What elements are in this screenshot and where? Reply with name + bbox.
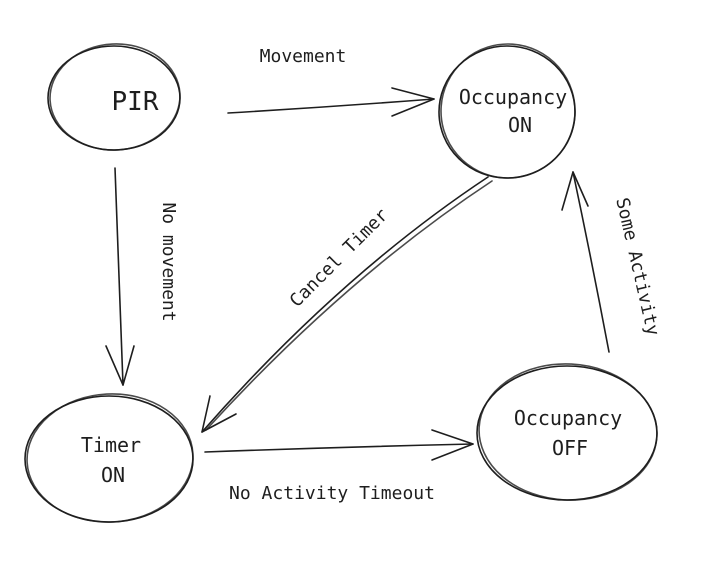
node-pir-label: PIR: [112, 87, 159, 117]
node-timer-on-label-line2: ON: [101, 463, 125, 487]
edge-no-activity-timeout: No Activity Timeout: [204, 429, 474, 504]
node-pir: PIR: [47, 43, 181, 151]
node-occupancy-off: Occupancy OFF: [476, 363, 658, 501]
edge-cancel-timer: Cancel Timer: [201, 176, 493, 433]
edge-movement: Movement: [227, 46, 435, 117]
node-timer-on: Timer ON: [24, 393, 194, 523]
node-occupancy-on: Occupancy ON: [438, 43, 576, 179]
edge-no-movement-label: No movement: [158, 202, 179, 321]
edge-cancel-timer-label: Cancel Timer: [286, 205, 393, 312]
edge-some-activity-label: Some Activity: [611, 196, 663, 338]
edge-movement-label: Movement: [260, 46, 347, 67]
node-occupancy-off-label-line2: OFF: [552, 436, 588, 460]
node-occupancy-on-label-line2: ON: [508, 113, 532, 137]
node-occupancy-on-label-line1: Occupancy: [459, 85, 567, 109]
edge-no-movement: No movement: [105, 167, 179, 386]
edge-some-activity: Some Activity: [561, 171, 663, 353]
edge-no-activity-timeout-label: No Activity Timeout: [229, 483, 435, 504]
node-timer-on-label-line1: Timer: [81, 433, 141, 457]
node-occupancy-off-label-line1: Occupancy: [514, 406, 622, 430]
